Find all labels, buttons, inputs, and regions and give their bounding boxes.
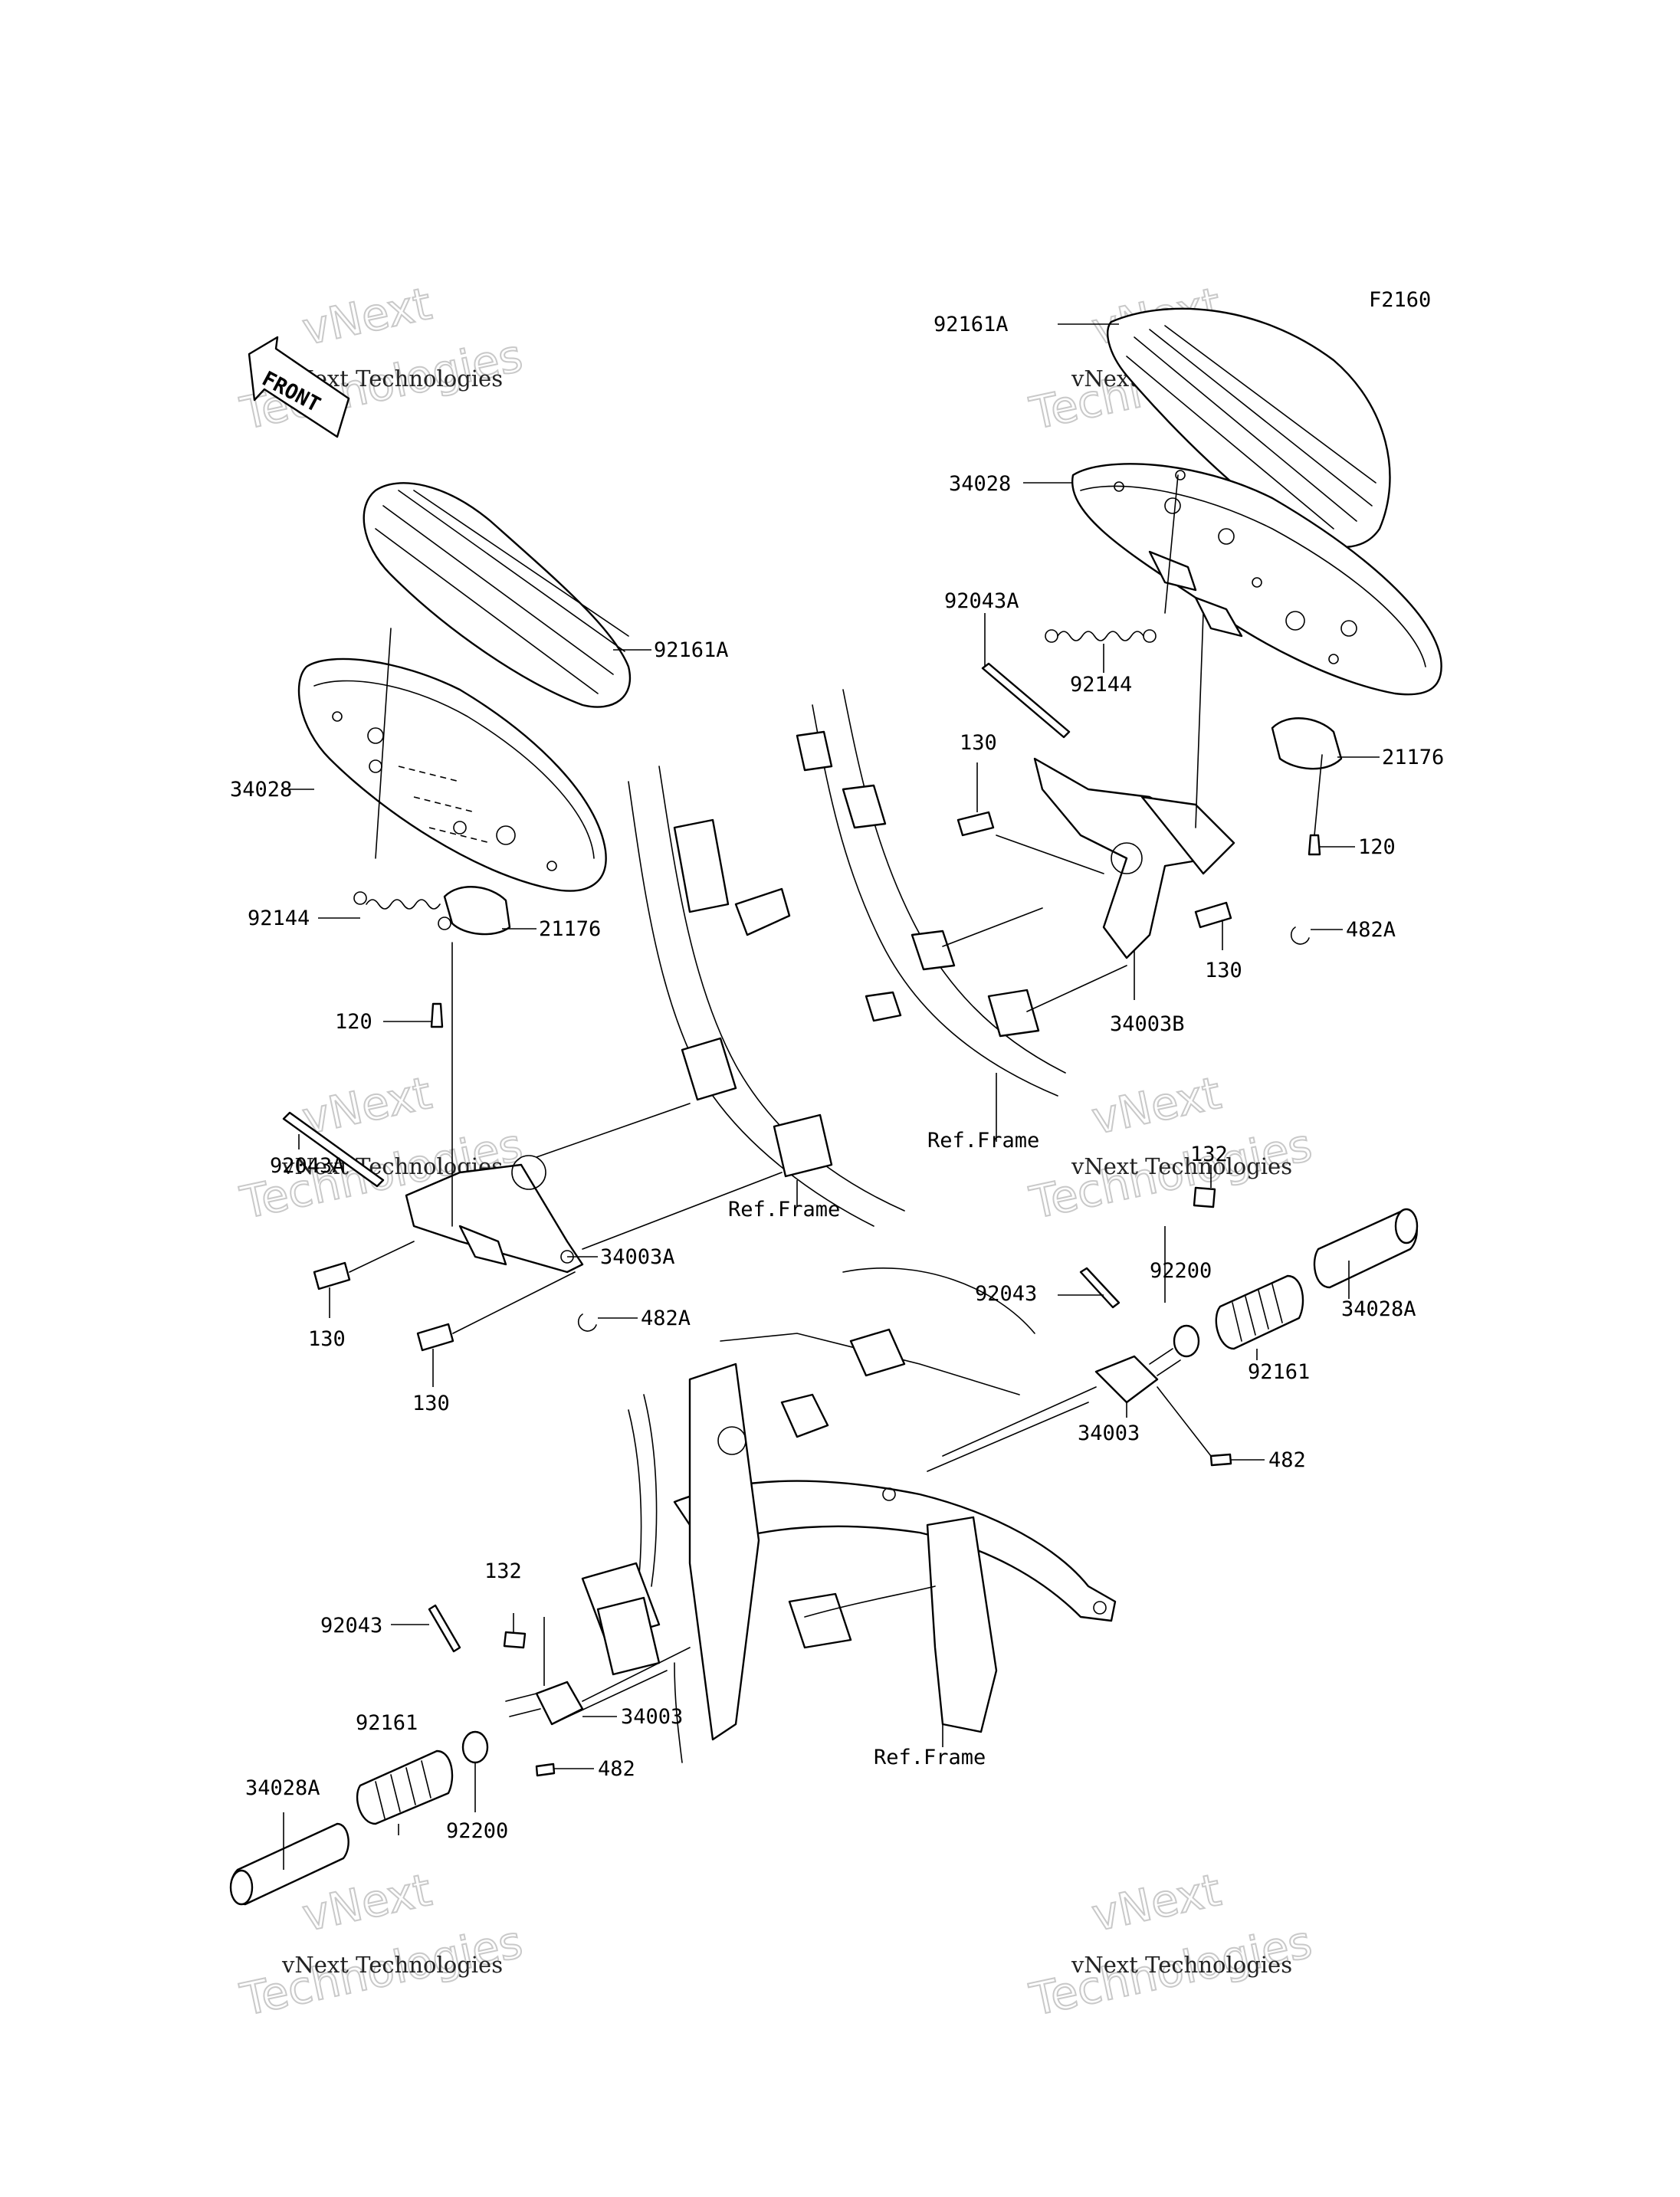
label-92161-right: 92161	[1248, 1360, 1310, 1384]
frame-upper-right	[796, 689, 1127, 1142]
label-92043A-right: 92043A	[944, 589, 1019, 613]
leader-lines	[283, 323, 1380, 1870]
label-34003-right: 34003	[1078, 1421, 1140, 1445]
label-92144-left: 92144	[248, 907, 310, 930]
svg-text:vNext Technologies: vNext Technologies	[1071, 1153, 1292, 1179]
label-92043A-left: 92043A	[270, 1154, 345, 1178]
footpeg-right	[927, 1186, 1419, 1472]
label-92144-right: 92144	[1070, 673, 1132, 697]
floorboard-right	[956, 307, 1442, 959]
label-482A-right: 482A	[1346, 918, 1396, 942]
label-120-left: 120	[335, 1010, 372, 1034]
label-120-right: 120	[1358, 835, 1396, 859]
label-92161A-left: 92161A	[654, 638, 729, 662]
part-labels: 92161A 34028 92043A 92144 130 21176 120 …	[230, 313, 1444, 1843]
label-92200-left: 92200	[446, 1819, 508, 1843]
label-21176-right: 21176	[1382, 746, 1444, 769]
label-92161-left: 92161	[356, 1711, 418, 1735]
svg-text:vNext Technologies: vNext Technologies	[281, 1952, 503, 1978]
label-21176-left: 21176	[539, 917, 601, 941]
label-92161A-top: 92161A	[934, 313, 1009, 336]
label-482A-left: 482A	[641, 1307, 691, 1330]
label-ref-frame-3: Ref.Frame	[874, 1746, 986, 1769]
label-132-right: 132	[1190, 1143, 1228, 1166]
label-34028-left: 34028	[230, 778, 292, 802]
label-92043-left: 92043	[320, 1614, 382, 1638]
floorboard-left	[282, 482, 783, 1352]
label-34003-left: 34003	[621, 1705, 683, 1729]
label-34028-top: 34028	[949, 472, 1011, 496]
label-130-left-a: 130	[308, 1327, 346, 1351]
label-130-right: 130	[1205, 959, 1242, 982]
label-ref-frame-1: Ref.Frame	[927, 1129, 1039, 1153]
figure-code: F2160	[1369, 288, 1431, 312]
label-34003B: 34003B	[1110, 1012, 1185, 1036]
label-132-left: 132	[484, 1559, 522, 1583]
label-92043-right: 92043	[975, 1282, 1037, 1306]
frame-upper-left	[628, 766, 905, 1227]
label-482-right: 482	[1268, 1448, 1306, 1472]
label-34028A-left: 34028A	[245, 1776, 320, 1800]
label-130-upper: 130	[960, 731, 997, 755]
label-482-left: 482	[598, 1757, 635, 1781]
label-130-left-b: 130	[412, 1392, 450, 1415]
svg-text:vNext Technologies: vNext Technologies	[1071, 1952, 1292, 1978]
label-34028A-right: 34028A	[1341, 1297, 1416, 1321]
label-ref-frame-2: Ref.Frame	[728, 1198, 840, 1221]
frame-lower	[581, 1267, 1117, 1763]
footpeg-left	[229, 1604, 691, 1906]
label-92200-right: 92200	[1150, 1259, 1212, 1283]
label-34003A: 34003A	[600, 1245, 675, 1269]
